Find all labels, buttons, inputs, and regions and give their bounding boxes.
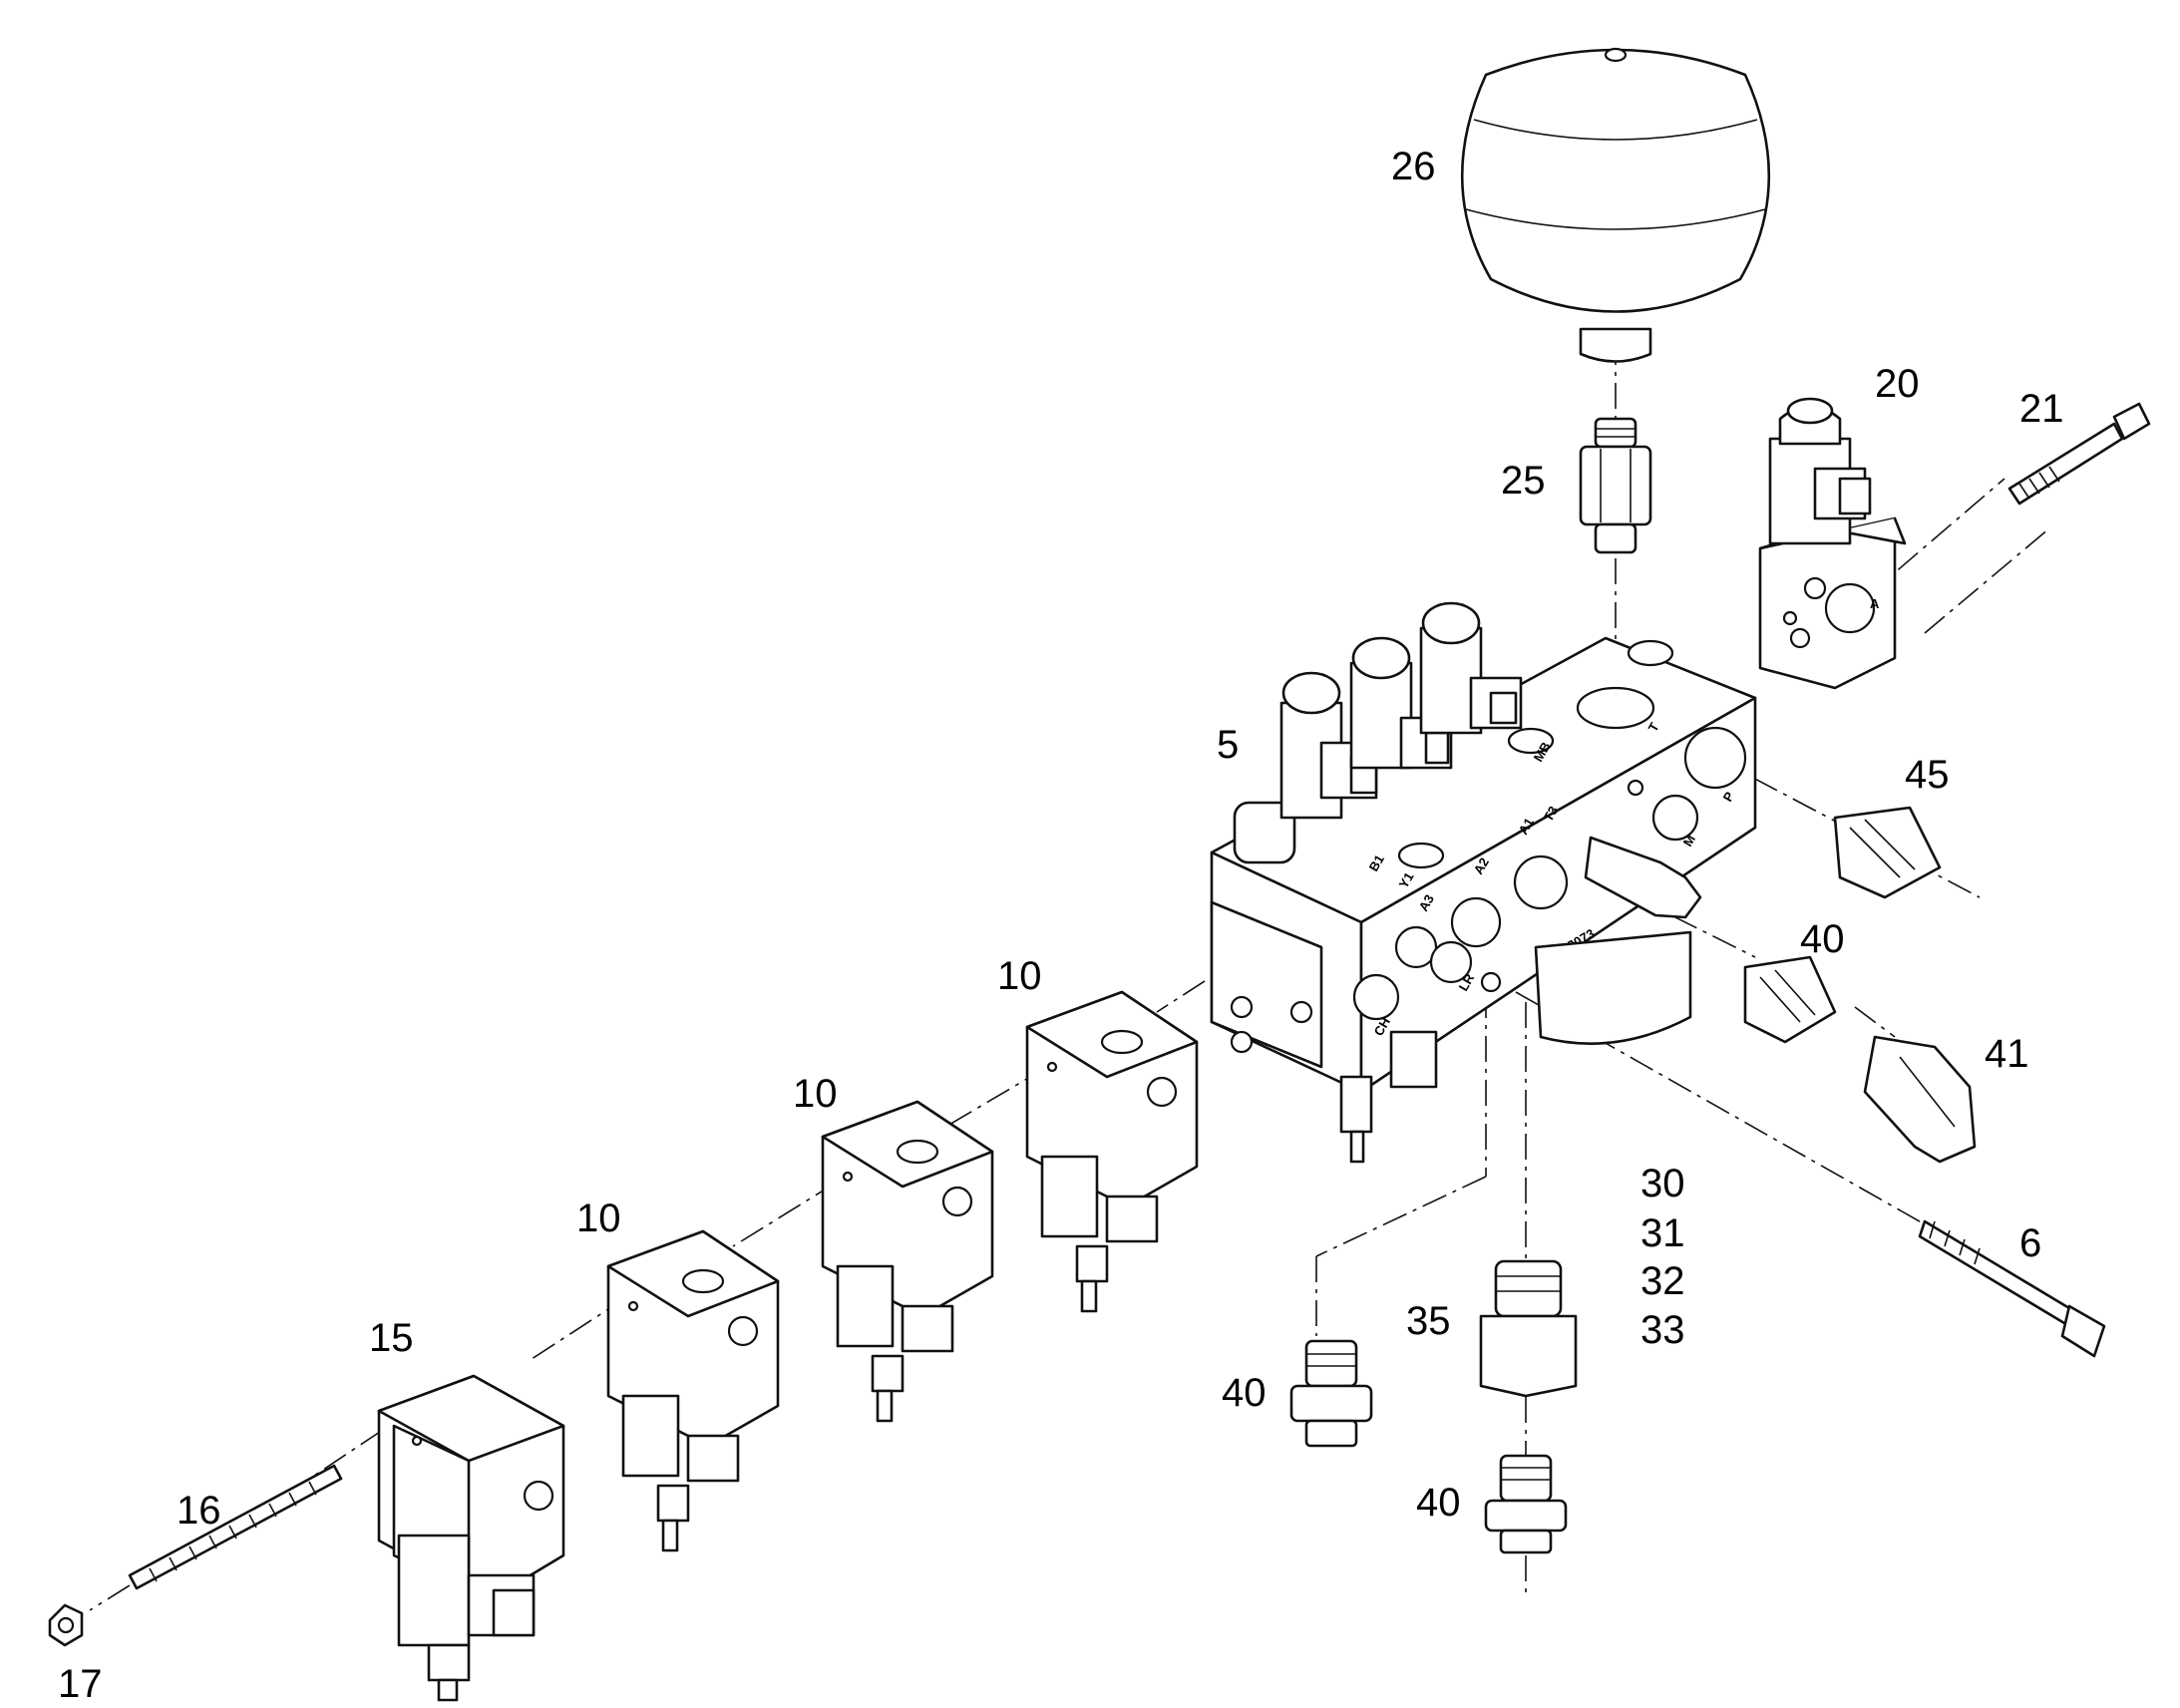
callout-26: 26 (1391, 145, 1436, 188)
callout-17: 17 (58, 1662, 103, 1706)
fitting-40-bottom-icon (1484, 1454, 1568, 1554)
callout-25: 25 (1501, 459, 1546, 503)
callout-labels: 26 25 20 21 5 45 40 41 10 10 10 15 30 31… (58, 145, 2064, 1706)
accumulator-icon (1460, 47, 1771, 363)
callout-16: 16 (177, 1489, 221, 1533)
callout-32: 32 (1640, 1259, 1685, 1303)
fitting-35-icon (1479, 1259, 1578, 1398)
stud-16-icon (128, 1464, 343, 1590)
callout-5: 5 (1217, 723, 1239, 767)
port-y1-label: Y1 (1396, 869, 1417, 890)
callout-33: 33 (1640, 1308, 1685, 1352)
port-a3-label: A3 (1416, 892, 1437, 914)
nut-17-icon (48, 1603, 84, 1647)
fitting-40-left-icon (1289, 1339, 1373, 1448)
port-a-side-label: A (1870, 596, 1880, 611)
port-t3-label: T3 (1541, 804, 1562, 825)
bolt-21-icon (2007, 402, 2151, 506)
callout-45: 45 (1905, 753, 1950, 797)
callout-31: 31 (1640, 1211, 1685, 1255)
callout-6: 6 (2019, 1221, 2041, 1265)
callout-10-a: 10 (997, 954, 1042, 998)
solenoid-valve-icon (1279, 601, 1523, 820)
valve-module-10-a-icon (1025, 990, 1199, 1313)
bolt-6-icon (1918, 1219, 2106, 1358)
callout-40-bottom: 40 (1416, 1481, 1461, 1525)
callout-30: 30 (1640, 1162, 1685, 1205)
port-a2-label: A2 (1471, 855, 1492, 877)
port-a1-label: A1 (1516, 816, 1537, 838)
valve-module-10-c-icon (606, 1229, 780, 1552)
fitting-25-icon (1579, 417, 1652, 554)
port-b1-label: B1 (1366, 853, 1387, 874)
callout-35: 35 (1406, 1299, 1451, 1343)
callout-40-right: 40 (1800, 917, 1845, 961)
manifold-block-icon: A1 A2 A3 T3 P M LR CH B1 Y1 T MB CF8073 (1210, 636, 1757, 1164)
fitting-45-icon (1833, 806, 1942, 899)
valve-module-10-b-icon (821, 1100, 994, 1423)
callout-40-left: 40 (1222, 1371, 1267, 1415)
callout-10-b: 10 (793, 1072, 838, 1116)
callout-21: 21 (2019, 387, 2064, 431)
callout-15: 15 (369, 1316, 414, 1360)
callout-10-c: 10 (576, 1196, 621, 1240)
fitting-40-right-icon (1743, 955, 1837, 1044)
callout-41: 41 (1985, 1032, 2029, 1076)
solenoid-valve-20-icon: A (1758, 397, 1907, 690)
callout-20: 20 (1875, 362, 1920, 406)
valve-module-15-icon (377, 1374, 565, 1702)
fitting-41-icon (1863, 1035, 1977, 1164)
